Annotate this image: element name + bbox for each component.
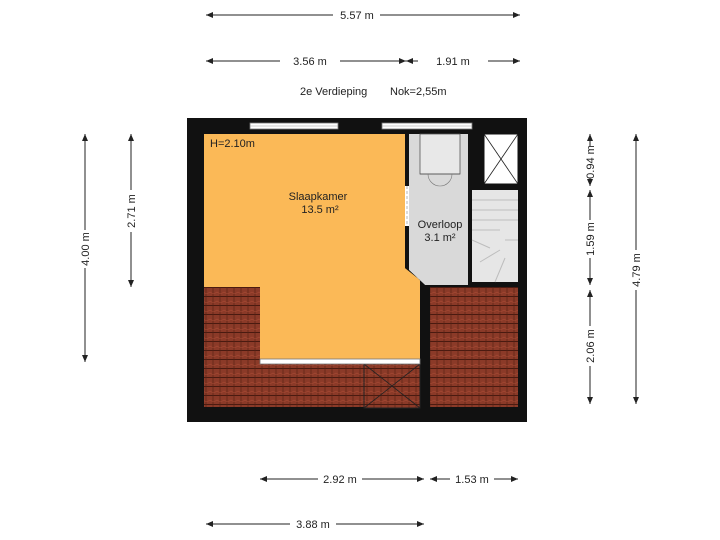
- bedroom-name: Slaapkamer: [289, 191, 348, 203]
- stairwell: [472, 190, 518, 282]
- landing-cupboard: [419, 133, 461, 175]
- dim-right-bottom: 2.06 m: [585, 329, 597, 363]
- landing-area: 3.1 m²: [424, 232, 456, 244]
- dim-bottom-left: 2.92 m: [323, 474, 357, 486]
- dim-right-total: 4.79 m: [631, 253, 643, 287]
- bedroom-knee-wall: [259, 358, 421, 365]
- dim-bottom-right: 1.53 m: [455, 474, 489, 486]
- dim-left-outer: 4.00 m: [80, 232, 92, 266]
- dim-top-total: 5.57 m: [340, 10, 374, 22]
- ridge-height: Nok=2,55m: [390, 86, 447, 98]
- dim-right-middle: 1.59 m: [585, 222, 597, 256]
- dim-bottom-total: 3.88 m: [296, 519, 330, 531]
- dim-top-left: 3.56 m: [293, 56, 327, 68]
- dim-top-right: 1.91 m: [436, 56, 470, 68]
- roof-tiles-right: [430, 287, 518, 407]
- top-windows: [249, 122, 473, 130]
- bedroom-area: 13.5 m²: [301, 204, 339, 216]
- dim-right-top: 0.94 m: [585, 145, 597, 179]
- dim-left-inner: 2.71 m: [126, 194, 138, 228]
- stair-steps: [471, 199, 518, 283]
- bedroom-floor: [204, 134, 420, 362]
- floor-name: 2e Verdieping: [300, 86, 367, 98]
- landing-wall: [405, 134, 425, 362]
- landing-name: Overloop: [418, 219, 463, 231]
- dimension-lines: [82, 12, 639, 527]
- bedroom-height: H=2.10m: [210, 138, 255, 150]
- roof-tiles-left: [204, 287, 260, 407]
